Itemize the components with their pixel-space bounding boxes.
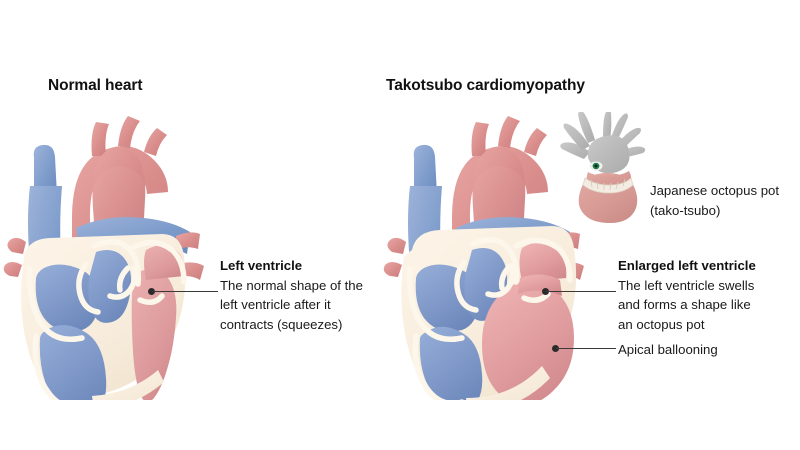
normal-heart-illustration [0,100,230,417]
leader-dot-apical-ballooning [552,345,559,352]
callout-left-ventricle-line-1: The normal shape of the [220,277,363,293]
callout-left-ventricle-title: Left ventricle [220,258,303,273]
callout-enlarged-left-ventricle-line-3: an octopus pot [618,316,705,332]
leader-dot-left-ventricle [148,288,155,295]
takotsubo-heart-illustration [380,100,610,412]
leader-line-left-ventricle [152,291,218,293]
callout-apical-ballooning: Apical ballooning [618,340,718,360]
callout-apical-ballooning-label: Apical ballooning [618,342,718,357]
callout-left-ventricle-line-2: left ventricle after it [220,297,331,312]
callout-enlarged-left-ventricle-line-1: The left ventricle swells [618,277,755,293]
callout-left-ventricle-line-3: contracts (squeezes) [220,316,343,332]
panel-title-normal-heart: Normal heart [48,77,143,94]
callout-enlarged-left-ventricle: Enlarged left ventricle The left ventric… [618,256,756,334]
callout-octopus-pot-line-1: Japanese octopus pot [650,183,780,198]
callout-octopus-pot-line-2: (tako-tsubo) [650,202,721,218]
leader-line-enlarged-left-ventricle [546,291,616,293]
japanese-octopus-pot-illustration [560,109,655,224]
leader-dot-enlarged-left-ventricle [542,288,549,295]
pot-rope-band [582,177,634,194]
callout-enlarged-left-ventricle-title: Enlarged left ventricle [618,258,756,273]
callout-left-ventricle: Left ventricle The normal shape of the l… [220,256,363,334]
panel-title-takotsubo: Takotsubo cardiomyopathy [386,77,585,94]
callout-japanese-octopus-pot: Japanese octopus pot (tako-tsubo) [650,181,779,220]
callout-enlarged-left-ventricle-line-2: and forms a shape like [618,297,751,312]
leader-line-apical-ballooning [556,348,616,350]
